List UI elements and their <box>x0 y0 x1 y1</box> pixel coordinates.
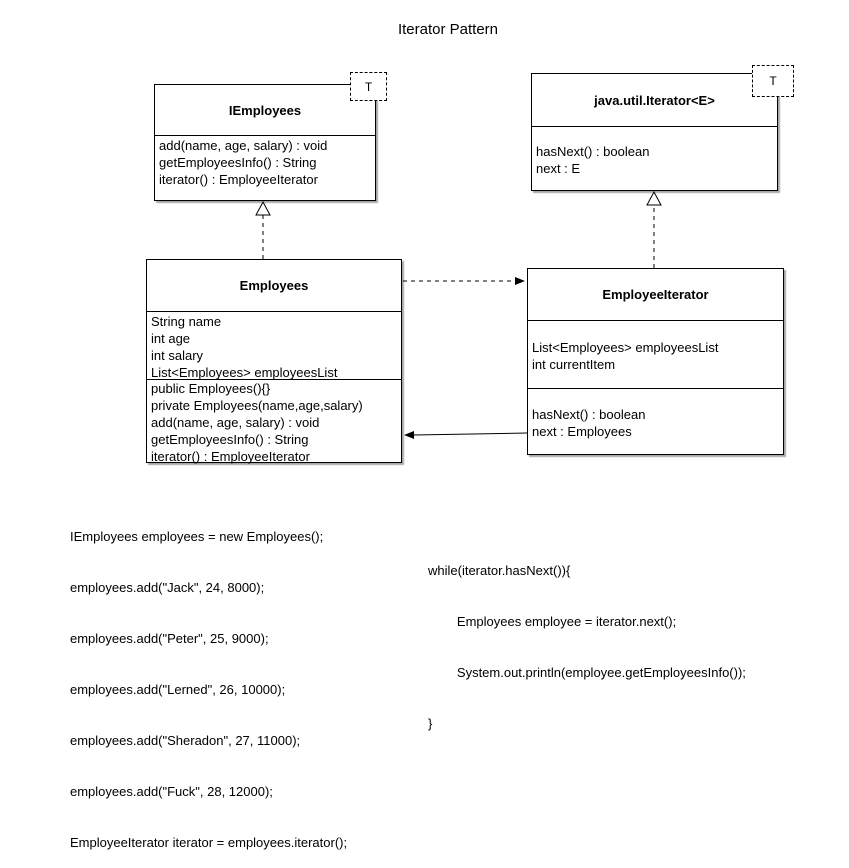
class-java-util-iterator: java.util.Iterator<E> hasNext() : boolea… <box>531 73 778 191</box>
diagram-title: Iterator Pattern <box>397 21 499 38</box>
method-item: hasNext() : boolean <box>536 144 650 159</box>
association-arrowhead <box>404 431 414 439</box>
class-name: IEmployees <box>228 102 302 118</box>
field-item: String name <box>151 314 222 329</box>
class-name: EmployeeIterator <box>602 287 709 302</box>
method-item: public Employees(){} <box>151 381 271 396</box>
method-list: add(name, age, salary) : void getEmploye… <box>155 135 375 200</box>
type-parameter-iemployees: T <box>350 72 387 101</box>
field-item: int currentItem <box>532 357 616 372</box>
class-employee-iterator: EmployeeIterator List<Employees> employe… <box>527 268 784 455</box>
code-line: IEmployees employees = new Employees(); <box>70 529 324 544</box>
class-iemployees: IEmployees add(name, age, salary) : void… <box>154 84 376 201</box>
class-employees: Employees String name int age int salary… <box>146 259 402 464</box>
method-item: getEmployeesInfo() : String <box>151 432 309 447</box>
field-item: int age <box>151 331 191 346</box>
realization-arrowhead-iemployees <box>255 200 271 216</box>
method-list: hasNext() : boolean next : Employees <box>528 388 783 454</box>
field-list: List<Employees> employeesList int curren… <box>528 320 783 388</box>
association-iterator-to-employees <box>413 432 528 436</box>
code-line: EmployeeIterator iterator = employees.it… <box>70 835 348 850</box>
code-block-loop: while(iterator.hasNext()){ Employees emp… <box>428 528 746 749</box>
method-list: hasNext() : boolean next : E <box>532 126 777 190</box>
code-line: Employees employee = iterator.next(); <box>428 614 677 629</box>
code-block-setup: IEmployees employees = new Employees(); … <box>70 494 347 868</box>
method-item: hasNext() : boolean <box>532 407 646 422</box>
code-line: employees.add("Jack", 24, 8000); <box>70 580 265 595</box>
code-line: } <box>428 716 433 731</box>
method-item: iterator() : EmployeeIterator <box>159 172 318 187</box>
method-item: add(name, age, salary) : void <box>151 415 320 430</box>
method-item: next : Employees <box>532 424 632 439</box>
field-list: String name int age int salary List<Empl… <box>147 311 401 380</box>
method-item: add(name, age, salary) : void <box>159 138 328 153</box>
class-name: java.util.Iterator<E> <box>594 92 715 108</box>
code-line: employees.add("Lerned", 26, 10000); <box>70 682 286 697</box>
field-item: int salary <box>151 348 204 363</box>
dependency-arrowhead <box>515 277 525 285</box>
realization-arrowhead-java-iterator <box>646 190 662 206</box>
code-line: employees.add("Fuck", 28, 12000); <box>70 784 273 799</box>
method-item: next : E <box>536 161 581 176</box>
method-item: iterator() : EmployeeIterator <box>151 449 310 464</box>
field-item: List<Employees> employeesList <box>532 340 719 355</box>
method-item: getEmployeesInfo() : String <box>159 155 317 170</box>
code-line: while(iterator.hasNext()){ <box>428 563 571 578</box>
method-item: private Employees(name,age,salary) <box>151 398 363 413</box>
connectors <box>255 190 662 439</box>
code-line: employees.add("Peter", 25, 9000); <box>70 631 269 646</box>
method-list: public Employees(){} private Employees(n… <box>147 379 401 464</box>
type-parameter-java-iterator: T <box>752 65 794 97</box>
code-line: employees.add("Sheradon", 27, 11000); <box>70 733 301 748</box>
field-item: List<Employees> employeesList <box>151 365 338 380</box>
code-line: System.out.println(employee.getEmployees… <box>428 665 746 680</box>
class-name: Employees <box>239 278 309 293</box>
